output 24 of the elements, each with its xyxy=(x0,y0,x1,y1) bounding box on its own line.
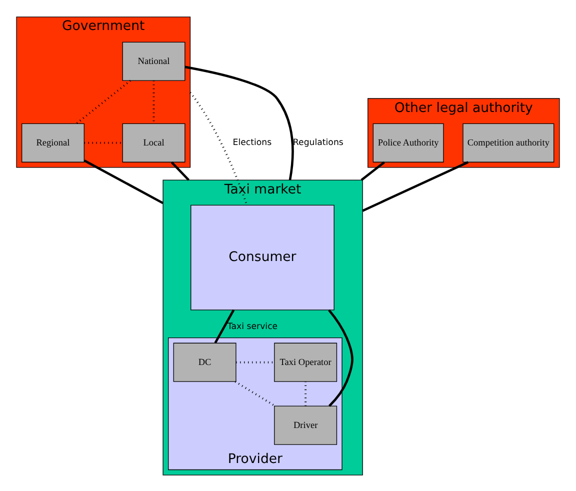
node-box: National xyxy=(122,41,186,80)
connector xyxy=(304,381,307,406)
connector xyxy=(234,380,276,406)
edge-label: Taxi service xyxy=(227,321,278,332)
connector xyxy=(214,308,235,344)
connector xyxy=(328,308,354,406)
node-box: Taxi Operator xyxy=(274,342,338,382)
connector xyxy=(236,360,274,363)
node-box: Local xyxy=(122,122,186,162)
connector xyxy=(84,159,164,204)
connector xyxy=(76,79,131,124)
connector xyxy=(189,92,248,205)
node-box: Consumer xyxy=(190,204,334,310)
node-box: Driver xyxy=(274,405,338,444)
node-box: Police Authority xyxy=(372,122,444,162)
edge-label: Regulations xyxy=(292,138,344,148)
connector xyxy=(362,160,469,212)
edge-label: Elections xyxy=(232,138,272,148)
node-box: DC xyxy=(173,342,236,382)
node-box: Regional xyxy=(22,122,84,162)
connector xyxy=(184,65,294,180)
connector xyxy=(360,160,385,180)
node-box: Competition authority xyxy=(462,122,554,162)
connector xyxy=(170,161,190,180)
